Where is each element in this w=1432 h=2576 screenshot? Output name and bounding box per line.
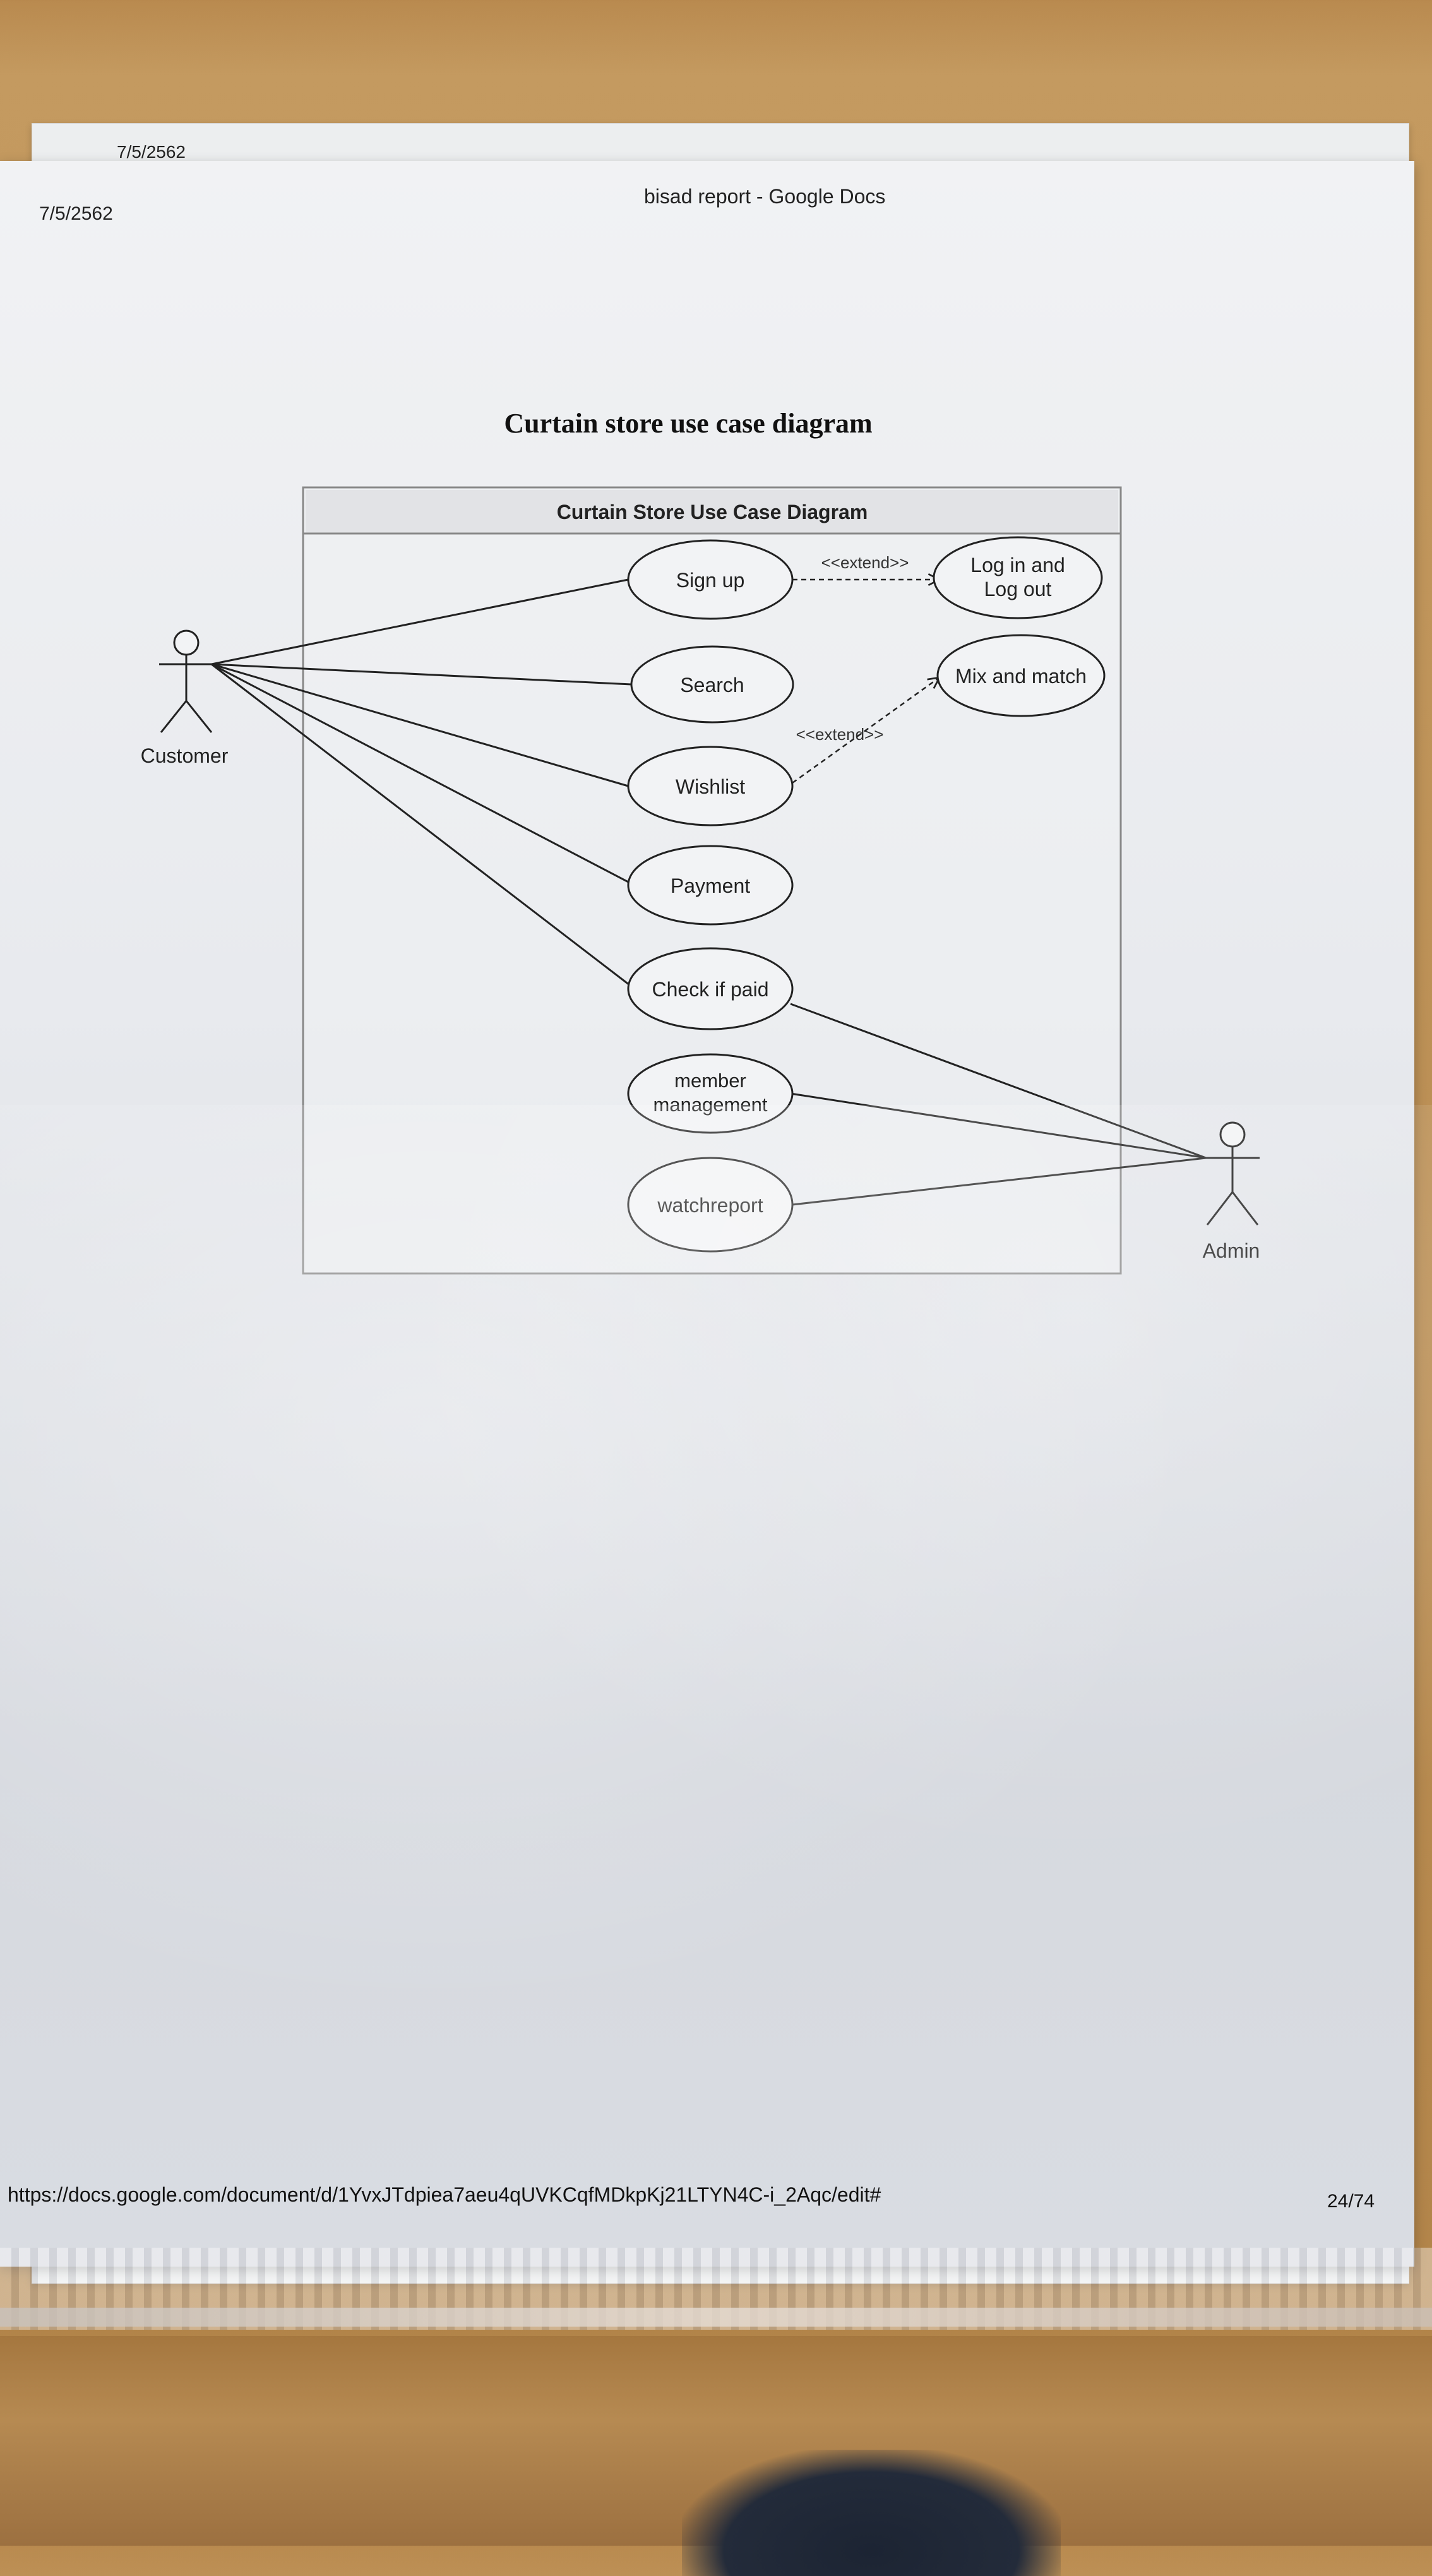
use-case-label: Mix and match [955, 665, 1087, 688]
use-case-label: watchreport [657, 1194, 763, 1217]
use-case-mix-and-match: Mix and match [936, 634, 1106, 717]
customer-associations [211, 578, 632, 986]
use-case-watchreport: watchreport [627, 1157, 794, 1253]
use-case-label-line1: Log in and [970, 554, 1065, 576]
print-doc-title: bisad report - Google Docs [644, 185, 886, 208]
system-boundary-title: Curtain Store Use Case Diagram [557, 501, 868, 523]
actor-admin-label: Admin [1203, 1239, 1260, 1262]
assoc-customer-wishlist [211, 663, 629, 787]
use-case-label: Check if paid [652, 978, 769, 1001]
back-page-date: 7/5/2562 [117, 142, 186, 162]
assoc-customer-checkpaid [211, 663, 630, 986]
use-case-label: Sign up [676, 569, 745, 592]
actor-customer [159, 629, 213, 733]
assoc-admin-watchreport [792, 1157, 1207, 1206]
page-heading: Curtain store use case diagram [504, 408, 873, 439]
use-case-sign-up: Sign up [627, 539, 794, 620]
actor-head-icon [1219, 1121, 1246, 1148]
use-case-check-if-paid: Check if paid [627, 947, 794, 1030]
extend-label-1: <<extend>> [821, 553, 909, 572]
use-case-search: Search [630, 645, 794, 724]
use-case-label: Wishlist [676, 775, 745, 798]
extend-relations: <<extend>> <<extend>> [792, 553, 940, 784]
use-case-label-line2: Log out [984, 578, 1052, 600]
use-case-label-line2: management [653, 1094, 768, 1116]
use-case-log-in-log-out: Log in and Log out [933, 536, 1103, 619]
assoc-customer-signup [211, 578, 629, 665]
actor-head-icon [173, 629, 200, 656]
actor-admin [1205, 1121, 1260, 1225]
use-case-label-line1: member [674, 1070, 746, 1092]
use-case-member-management: member management [627, 1053, 794, 1134]
assoc-admin-member [790, 1092, 1207, 1159]
use-case-payment: Payment [627, 845, 794, 926]
assoc-customer-search [211, 663, 632, 686]
actor-customer-label: Customer [141, 744, 229, 767]
extend-wishlist-mixmatch [792, 677, 940, 784]
assoc-admin-checkpaid [790, 1003, 1207, 1159]
assoc-customer-payment [211, 663, 630, 884]
extend-label-2: <<extend>> [796, 725, 884, 744]
admin-associations [790, 1003, 1207, 1206]
use-case-wishlist: Wishlist [627, 746, 794, 826]
shoe [682, 2450, 1061, 2576]
footer-url: https://docs.google.com/document/d/1YvxJ… [8, 2183, 881, 2206]
print-date: 7/5/2562 [39, 203, 113, 224]
sleeve-strip [0, 2308, 1432, 2327]
use-case-label: Payment [671, 874, 750, 897]
footer-page-number: 24/74 [1327, 2191, 1375, 2212]
use-case-label: Search [680, 674, 744, 696]
